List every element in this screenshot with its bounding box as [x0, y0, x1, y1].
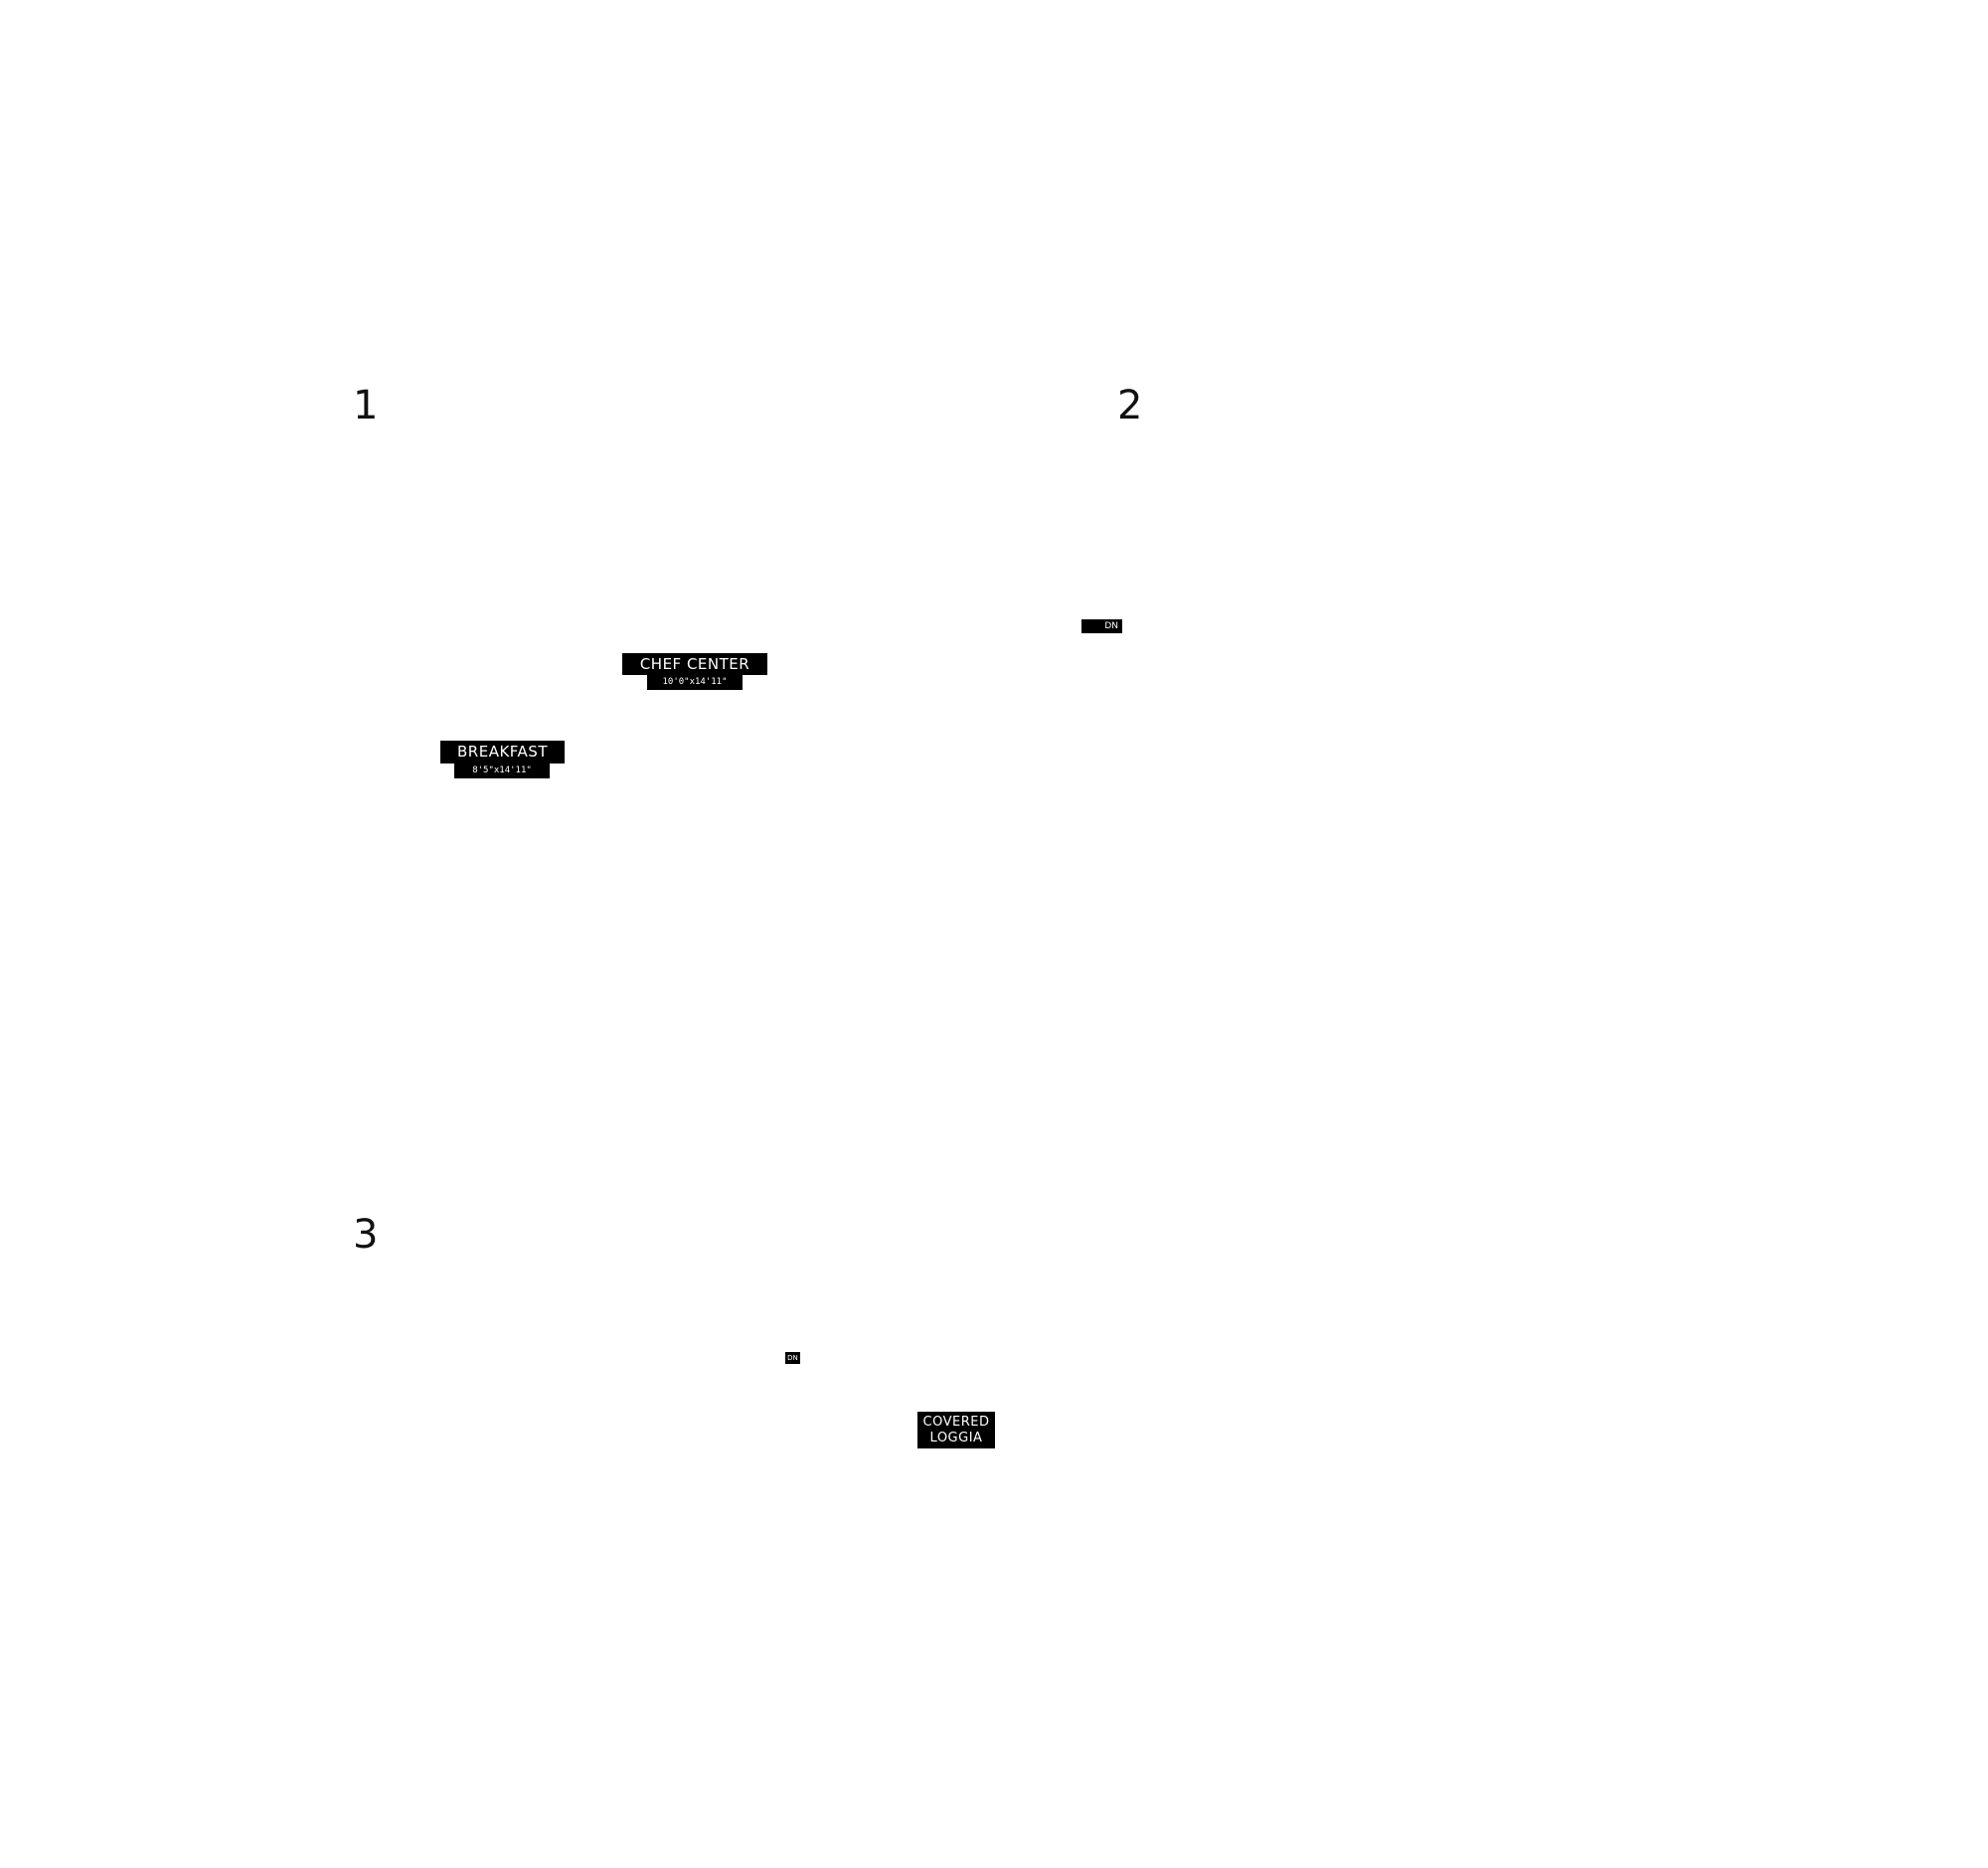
room-dimensions-breakfast: 8'5"x14'11" — [454, 764, 550, 778]
plan-number-2: 2 — [1117, 383, 1143, 428]
plan-number-3: 3 — [353, 1212, 379, 1258]
room-name-chef-center: CHEF CENTER — [622, 653, 767, 675]
room-name-covered-loggia-line-1: COVERED — [922, 1415, 990, 1430]
stair-down-marker-lower: DN — [785, 1352, 800, 1364]
room-name-covered-loggia-line-2: LOGGIA — [929, 1431, 983, 1445]
room-tag-breakfast: BREAKFAST 8'5"x14'11" — [440, 741, 565, 778]
room-tag-covered-loggia: COVERED LOGGIA — [917, 1412, 995, 1448]
plan-number-1: 1 — [353, 383, 379, 428]
room-dimensions-chef-center: 10'0"x14'11" — [647, 675, 743, 690]
room-tag-chef-center: CHEF CENTER 10'0"x14'11" — [622, 653, 767, 690]
stair-down-marker-upper: DN — [1081, 619, 1122, 633]
room-name-breakfast: BREAKFAST — [440, 741, 565, 764]
